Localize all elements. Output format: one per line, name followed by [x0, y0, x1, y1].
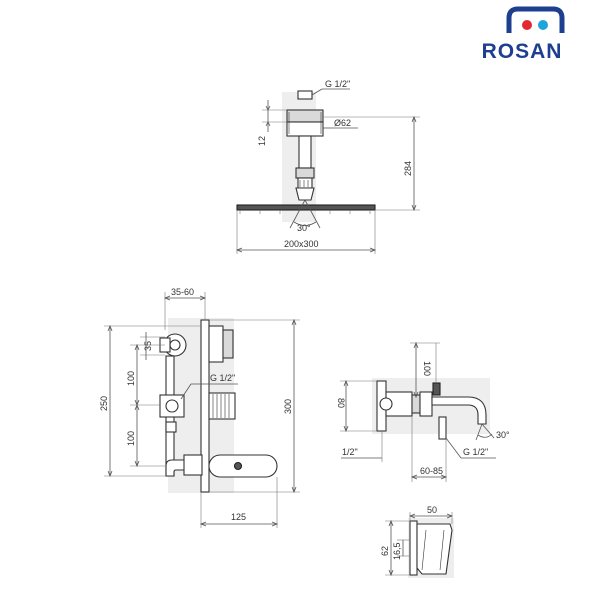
spray-angle-label: 30° — [297, 223, 311, 233]
plate-width-label: 125 — [231, 512, 246, 522]
brand-logo: ROSAN — [482, 6, 565, 63]
plate-height-label: 300 — [283, 399, 293, 414]
flange-diameter-label: Ø62 — [334, 118, 351, 128]
outer-height-label: 250 — [99, 396, 109, 411]
spout-height-label: 100 — [422, 361, 432, 376]
logo-blue-dot — [538, 20, 548, 30]
holder-height-label: 62 — [380, 546, 390, 556]
shower-head-drawing: G 1/2" Ø62 12 284 30° 200x300 — [235, 79, 420, 254]
bath-spout-drawing: 100 80 1/2" G 1/2" 30° 60-85 — [336, 341, 510, 482]
logo-arch — [506, 6, 565, 33]
shower-thread-label: G 1/2" — [325, 79, 350, 89]
top-offset-label: 35 — [143, 341, 153, 351]
total-height-label: 284 — [403, 161, 413, 176]
plate-size-label: 200x300 — [284, 239, 319, 249]
concealed-mixer-drawing: 35-60 35 100 100 250 300 G 1/2" — [99, 287, 300, 528]
spacing-lower-label: 100 — [126, 431, 136, 446]
hand-shower-holder-drawing: 50 62 16,5 — [380, 505, 454, 578]
spout-projection-label: 60-85 — [420, 466, 443, 476]
spout-base-height-label: 80 — [336, 398, 346, 408]
spacing-upper-label: 100 — [126, 371, 136, 386]
spout-angle-label: 30° — [496, 430, 510, 440]
depth-range-label: 35-60 — [171, 287, 194, 297]
mixer-thread-label: G 1/2" — [210, 373, 235, 383]
holder-width-label: 50 — [427, 505, 437, 515]
flange-height-label: 12 — [257, 136, 267, 146]
holder-offset-label: 16,5 — [392, 542, 402, 560]
spout-left-thread-label: 1/2" — [342, 447, 358, 457]
brand-name: ROSAN — [482, 40, 563, 63]
logo-red-dot — [522, 20, 532, 30]
spout-right-thread-label: G 1/2" — [463, 447, 488, 457]
